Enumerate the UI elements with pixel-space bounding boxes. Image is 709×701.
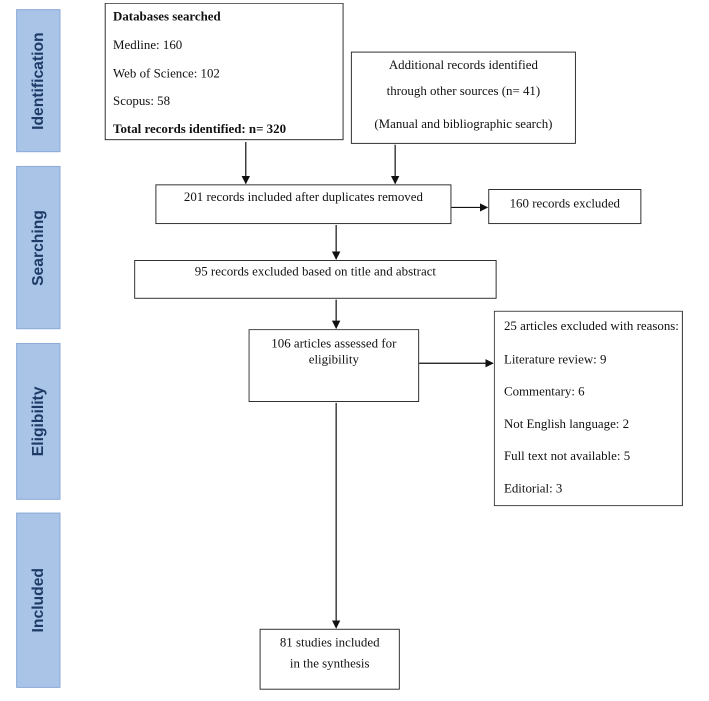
additional-line2: through other sources (n= 41) <box>386 84 541 99</box>
additional-line1: Additional records identified <box>388 59 538 73</box>
after-duplicates-box: 201 records included after duplicates re… <box>155 184 452 225</box>
databases-total: Total records identified: n= 320 <box>113 122 287 137</box>
databases-medline: Medline: 160 <box>113 38 183 53</box>
excluded-160-text: 160 records excluded <box>509 197 621 212</box>
assessed-line2: eligibility <box>308 353 359 367</box>
phase-included: Included <box>16 512 61 688</box>
assessed-line1: 106 articles assessed for <box>271 337 397 352</box>
excluded-reason-item: Full text not available: 5 <box>503 449 631 464</box>
prisma-flow-diagram: Identification Searching Eligibility Inc… <box>7 0 683 690</box>
excluded-reasons-heading: 25 articles excluded with reasons: <box>503 319 679 334</box>
excluded-title-abstract-text: 95 records excluded based on title and a… <box>194 265 437 280</box>
included-line2: in the synthesis <box>289 657 370 672</box>
databases-scopus: Scopus: 58 <box>113 94 171 109</box>
excluded-reason-item: Editorial: 3 <box>503 482 563 497</box>
phase-eligibility: Eligibility <box>16 342 61 500</box>
databases-wos: Web of Science: 102 <box>113 67 220 82</box>
excluded-reason-item: Commentary: 6 <box>503 385 585 400</box>
phase-searching: Searching <box>16 165 61 330</box>
databases-box: Databases searched Medline: 160 Web of S… <box>104 2 344 141</box>
phase-identification: Identification <box>16 9 61 153</box>
included-box: 81 studies included in the synthesis <box>259 628 400 690</box>
after-duplicates-text: 201 records included after duplicates re… <box>183 190 423 205</box>
excluded-reason-item: Not English language: 2 <box>503 417 630 432</box>
excluded-title-abstract-box: 95 records excluded based on title and a… <box>134 260 497 299</box>
additional-records-box: Additional records identified through ot… <box>350 51 576 144</box>
included-line1: 81 studies included <box>279 636 380 651</box>
additional-line3: (Manual and bibliographic search) <box>374 118 553 132</box>
excluded-reasons-box: 25 articles excluded with reasons: Liter… <box>493 310 683 507</box>
excluded-reason-item: Literature review: 9 <box>503 353 607 367</box>
connector-arrows <box>241 141 494 629</box>
excluded-160-box: 160 records excluded <box>488 189 642 225</box>
assessed-box: 106 articles assessed for eligibility <box>248 329 420 402</box>
databases-heading: Databases searched <box>113 10 221 24</box>
